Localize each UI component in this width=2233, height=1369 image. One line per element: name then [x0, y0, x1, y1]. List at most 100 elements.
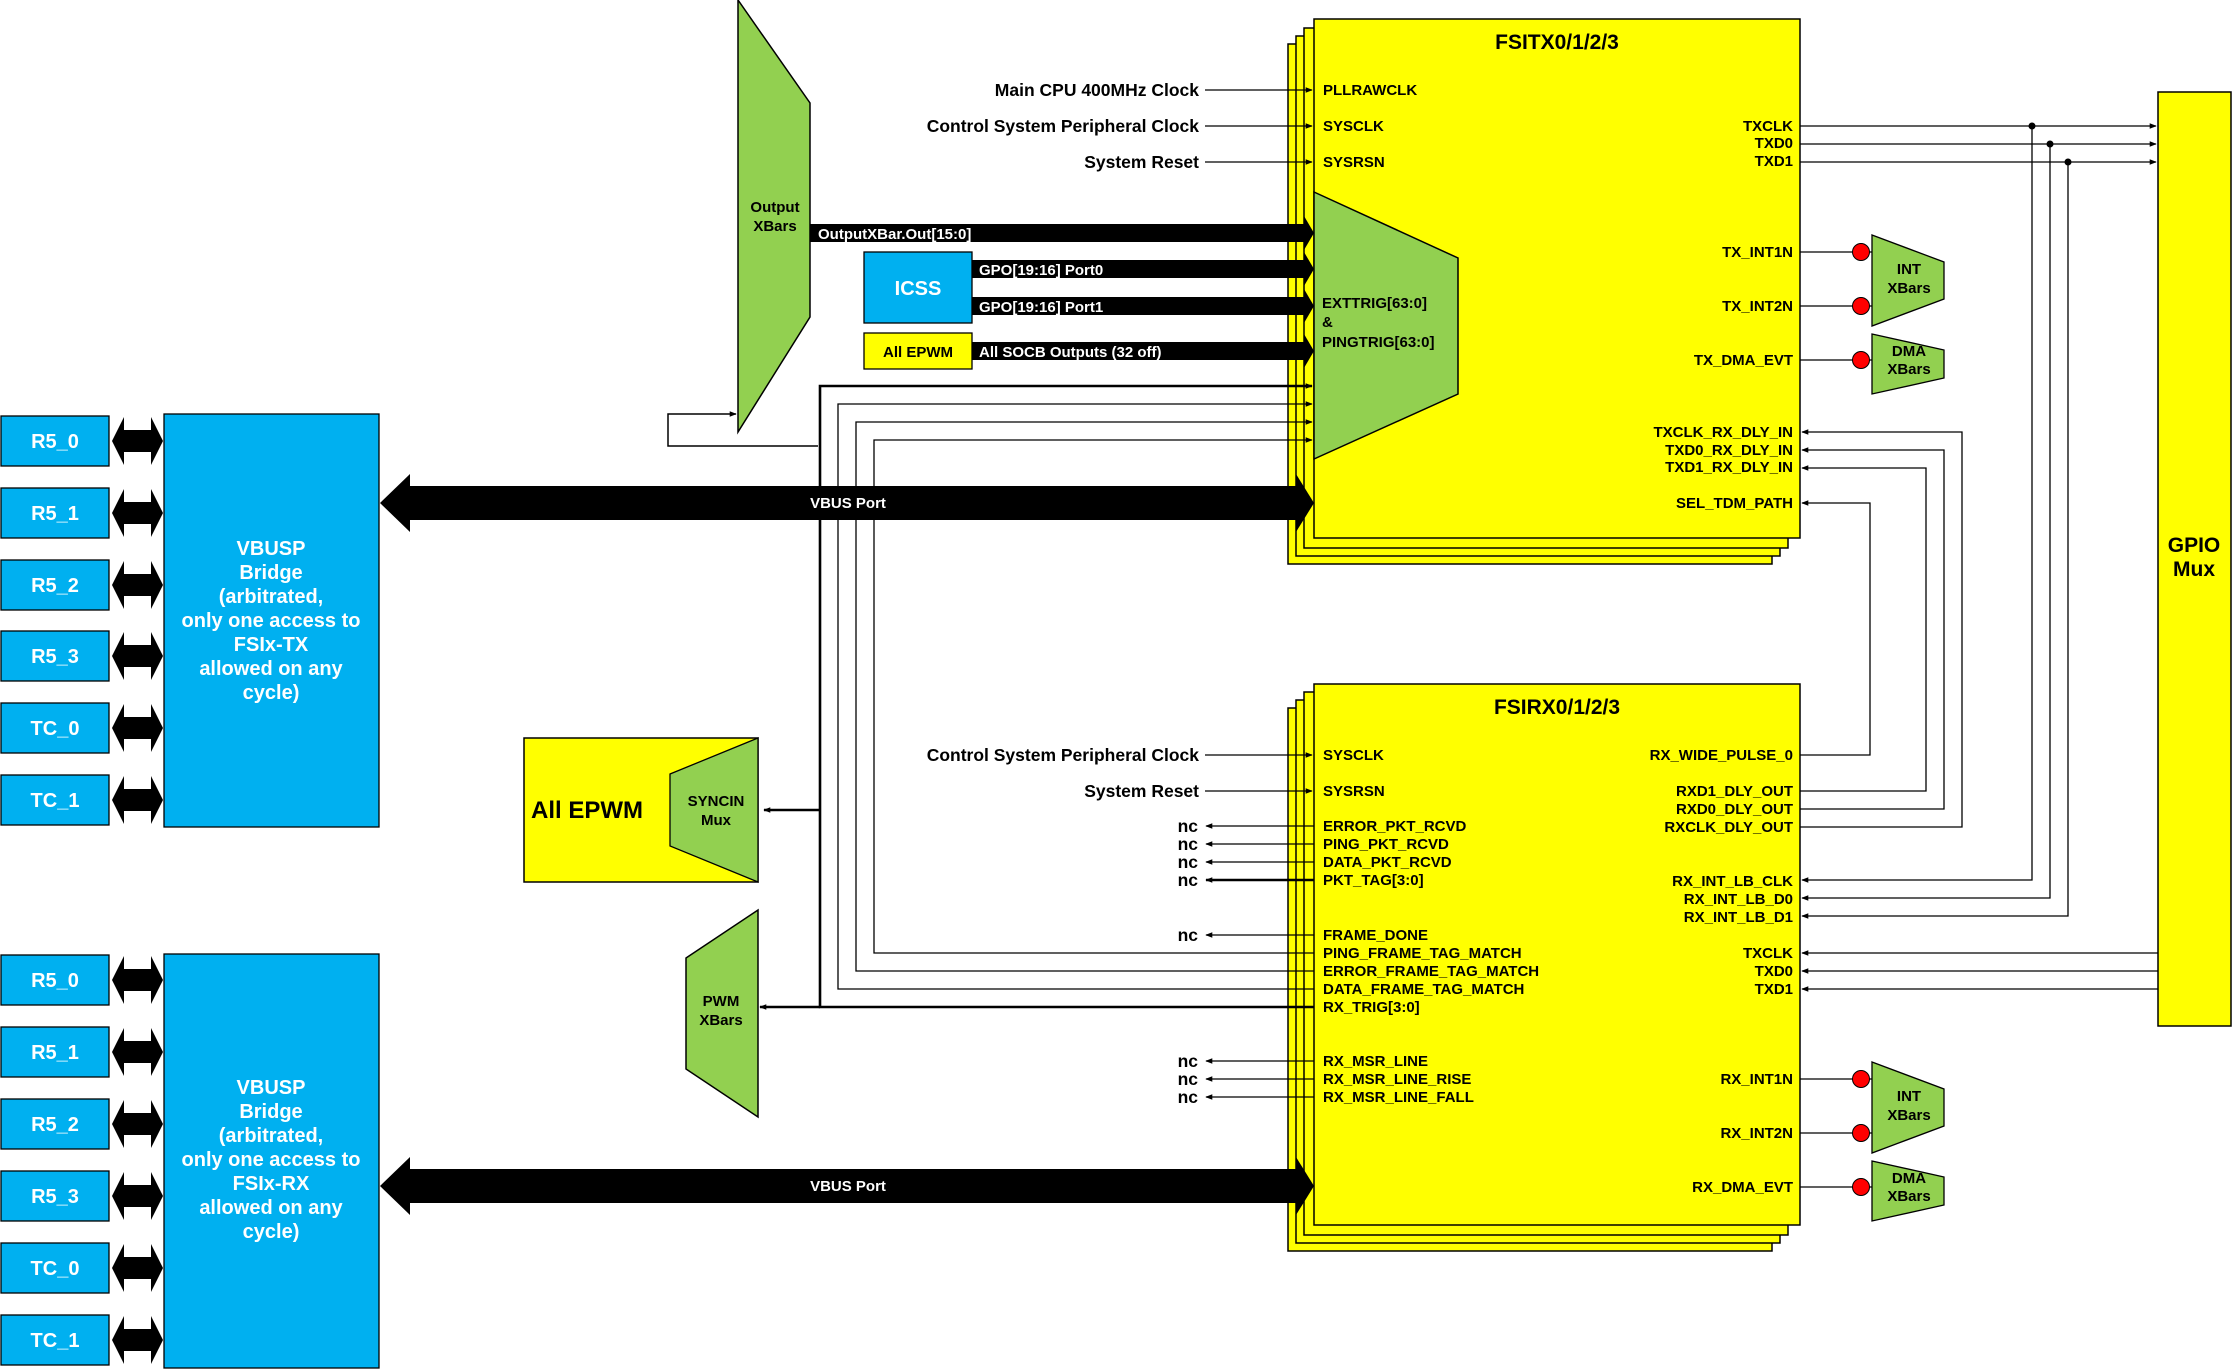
nc-error-pkt: nc [1178, 816, 1199, 836]
bridge-rx-line-5: FSIx-RX [233, 1173, 310, 1195]
tx-out-txd1: TXD1 [1755, 153, 1793, 170]
txd1-rx-dly-in-label: TXD1_RX_DLY_IN [1665, 459, 1793, 476]
tx-out-txd0: TXD0 [1755, 135, 1793, 152]
tx-int1n-dot [1852, 243, 1870, 261]
bridge-rx-line-2: Bridge [239, 1101, 302, 1123]
tx-to-gpio-wires [1800, 123, 2158, 992]
tx-pin-pllrawclk: PLLRAWCLK [1323, 82, 1417, 99]
rx-pin-pkt-tag: PKT_TAG[3:0] [1323, 872, 1424, 889]
rx-in-txd0: TXD0 [1755, 963, 1793, 980]
pwm-xbars-label-2: XBars [699, 1012, 742, 1029]
cpu-tx-tc-0: TC_0 [31, 718, 80, 740]
rx-pin-error-frame-tag-match: ERROR_FRAME_TAG_MATCH [1323, 963, 1539, 980]
cpu-rx-tc-1: TC_1 [31, 1330, 80, 1352]
bridge-tx-line-3: (arbitrated, [219, 586, 323, 608]
output-xbars [737, 0, 811, 435]
output-xbars-label-1: Output [750, 199, 799, 216]
cpu-rx-r5-3: R5_3 [31, 1186, 79, 1208]
tx-int-xbars [1871, 234, 1945, 327]
fsirx-right-pins: RX_WIDE_PULSE_0 RXD1_DLY_OUT RXD0_DLY_OU… [1650, 747, 1794, 1196]
junction-dot [2064, 158, 2072, 166]
fsirx-title: FSIRX0/1/2/3 [1494, 696, 1620, 719]
bridge-tx-line-7: cycle) [243, 682, 300, 704]
rx-pin-sysrsn: SYSRSN [1323, 783, 1385, 800]
vbus-port-rx: VBUS Port [380, 1157, 1314, 1215]
all-epwm-small: All EPWM All SOCB Outputs (32 off) [863, 332, 1314, 370]
trigger-mux-label-1: EXTTRIG[63:0] [1322, 295, 1427, 312]
tx-int-xbars-label-2: XBars [1887, 280, 1930, 297]
rx-in-txd1: TXD1 [1755, 981, 1793, 998]
all-epwm-big-label: All EPWM [531, 797, 643, 824]
fsirx-block: FSIRX0/1/2/3 [1287, 683, 1801, 1252]
rx-int-lb-d1-label: RX_INT_LB_D1 [1684, 909, 1793, 926]
rx-dma-xbars-label-2: XBars [1887, 1188, 1930, 1205]
txd0-rx-dly-in-label: TXD0_RX_DLY_IN [1665, 442, 1793, 459]
cpu-rx-r5-2: R5_2 [31, 1114, 79, 1136]
cpu-tx-tc-1: TC_1 [31, 790, 80, 812]
bridge-tx-line-5: FSIx-TX [234, 634, 309, 656]
fsitx-right-pins: TXCLK TXD0 TXD1 TX_INT1N TX_INT2N TX_DMA… [1654, 118, 1794, 512]
tx-system-reset-label: System Reset [1084, 152, 1199, 172]
rx-int1n-label: RX_INT1N [1720, 1071, 1793, 1088]
bridge-rx-line-1: VBUSP [237, 1077, 306, 1099]
all-epwm-small-label: All EPWM [883, 344, 953, 361]
outputxbar-bus: OutputXBar.Out[15:0] [810, 216, 1314, 250]
nc-frame-done: nc [1178, 925, 1199, 945]
rx-delay-loop-wires [1800, 429, 1963, 828]
rxd1-dly-out-label: RXD1_DLY_OUT [1676, 783, 1793, 800]
tx-pin-sysrsn: SYSRSN [1323, 154, 1385, 171]
bridge-tx-line-4: only one access to [182, 610, 361, 632]
rx-peripheral-clock-label: Control System Peripheral Clock [927, 745, 1200, 765]
rx-int-xbars-label-1: INT [1897, 1088, 1921, 1105]
tx-out-txclk: TXCLK [1743, 118, 1793, 135]
cpu-tx-r5-1: R5_1 [31, 503, 79, 525]
rx-int-xbars [1871, 1061, 1945, 1154]
rxclk-dly-out-label: RXCLK_DLY_OUT [1664, 819, 1793, 836]
gpio-mux-label-2: Mux [2173, 558, 2215, 581]
cpu-tx-r5-3: R5_3 [31, 646, 79, 668]
rx-pin-ping-pkt-rcvd: PING_PKT_RCVD [1323, 836, 1449, 853]
nc-data-pkt: nc [1178, 852, 1199, 872]
tx-int2n-dot [1852, 297, 1870, 315]
rx-pin-data-frame-tag-match: DATA_FRAME_TAG_MATCH [1323, 981, 1524, 998]
tx-dma-xbars-label-1: DMA [1892, 343, 1926, 360]
bridge-rx-line-3: (arbitrated, [219, 1125, 323, 1147]
tx-pin-sysclk: SYSCLK [1323, 118, 1384, 135]
nc-ping-pkt: nc [1178, 834, 1199, 854]
gpio-mux-label-1: GPIO [2168, 534, 2221, 557]
syncin-mux [669, 737, 759, 883]
rx-pin-rx-trig: RX_TRIG[3:0] [1323, 999, 1420, 1016]
rx-pin-frame-done: FRAME_DONE [1323, 927, 1428, 944]
tx-trigger-mux [1313, 190, 1459, 461]
vbus-tx-label: VBUS Port [810, 495, 886, 512]
cpu-group-rx: R5_0 R5_1 R5_2 R5_3 TC_0 TC_1 [0, 954, 163, 1366]
bridge-tx-line-6: allowed on any [199, 658, 343, 680]
rxd0-dly-out-label: RXD0_DLY_OUT [1676, 801, 1793, 818]
nc-msr-fall: nc [1178, 1087, 1199, 1107]
rx-pin-data-pkt-rcvd: DATA_PKT_RCVD [1323, 854, 1452, 871]
cpu-tx-r5-2: R5_2 [31, 575, 79, 597]
output-xbars-feedback-wire [667, 411, 818, 447]
pwm-xbars-label-1: PWM [703, 993, 740, 1010]
vbus-port-tx: VBUS Port [380, 474, 1314, 532]
cpu-group-tx: R5_0 R5_1 R5_2 R5_3 TC_0 TC_1 [0, 415, 163, 826]
rx-wide-pulse-label: RX_WIDE_PULSE_0 [1650, 747, 1793, 764]
rx-int-lb-d0-label: RX_INT_LB_D0 [1684, 891, 1793, 908]
syncin-mux-label-1: SYNCIN [688, 793, 745, 810]
rx-system-reset-label: System Reset [1084, 781, 1199, 801]
outputxbar-bus-label: OutputXBar.Out[15:0] [818, 226, 971, 243]
rx-int2n-dot [1852, 1124, 1870, 1142]
output-xbars-label-2: XBars [753, 218, 796, 235]
nc-msr-line: nc [1178, 1051, 1199, 1071]
syncin-mux-label-2: Mux [701, 812, 732, 829]
rx-dma-xbars [1871, 1160, 1945, 1222]
cpu-rx-r5-1: R5_1 [31, 1042, 79, 1064]
bridge-tx-line-2: Bridge [239, 562, 302, 584]
tx-int1n-label: TX_INT1N [1722, 244, 1793, 261]
rx-int-xbars-label-2: XBars [1887, 1107, 1930, 1124]
trigger-loop-wires [759, 383, 1314, 1010]
all-epwm-big: All EPWM SYNCIN Mux [523, 737, 759, 883]
vbus-rx-label: VBUS Port [810, 1178, 886, 1195]
txclk-rx-dly-in-label: TXCLK_RX_DLY_IN [1654, 424, 1793, 441]
